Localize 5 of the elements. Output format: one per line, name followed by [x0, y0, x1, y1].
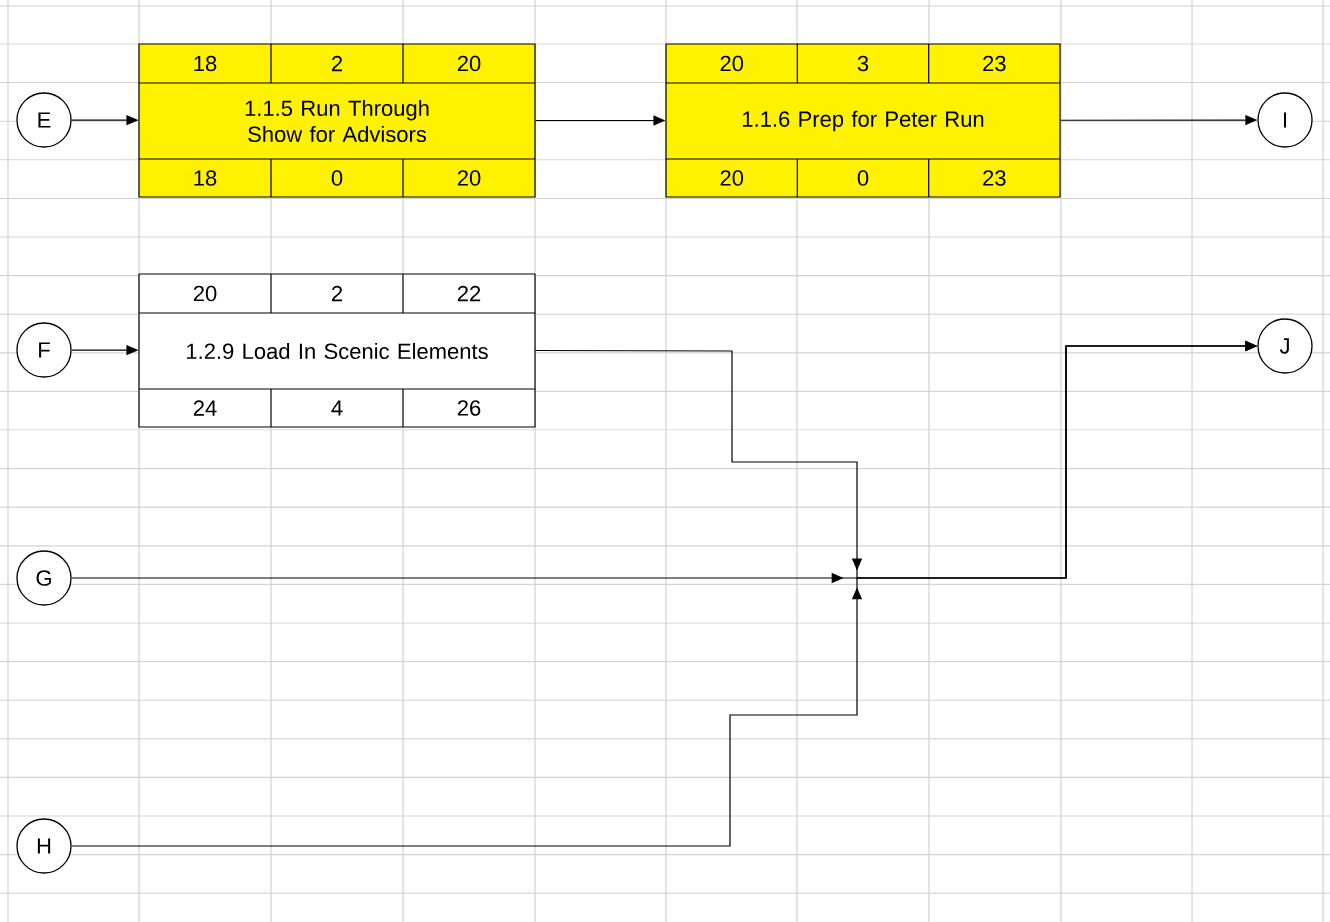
- node-label: I: [1283, 112, 1287, 128]
- task-box: 18 2 20 1.1.5 Run Through Show for Advisors 18 0 20: [138, 43, 536, 198]
- node-label: J: [1279, 338, 1289, 354]
- task-box: 20 2 22 1.2.9 Load In Scenic Elements 24 4 26: [138, 273, 536, 428]
- task-box: 20 3 23 1.1.6 Prep for Peter Run 20 0 23: [665, 43, 1061, 198]
